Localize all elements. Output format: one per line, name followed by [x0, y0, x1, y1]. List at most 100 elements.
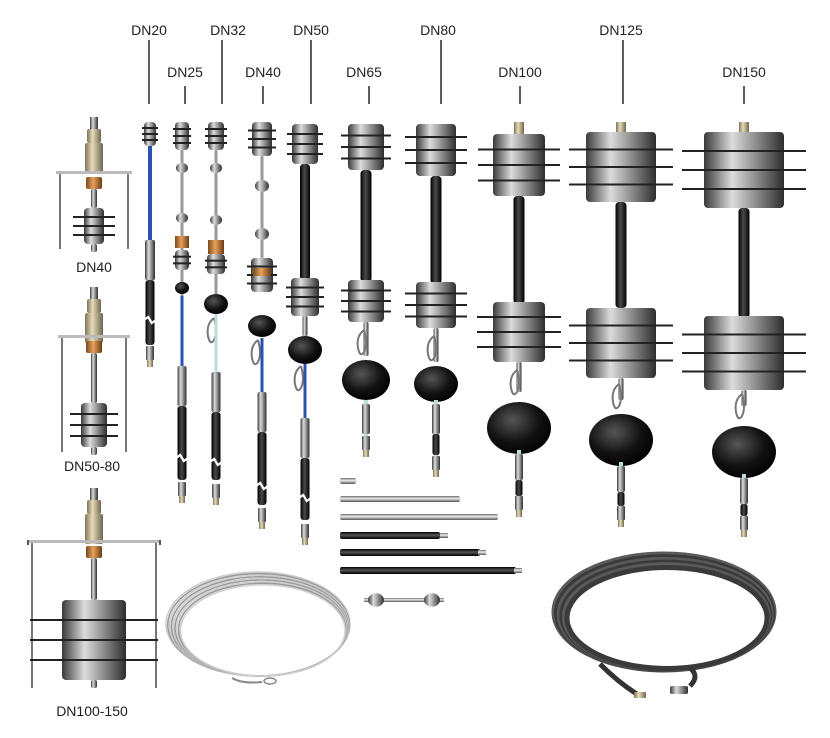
break-mark [255, 481, 269, 491]
disc-fin [286, 296, 324, 298]
disc-fin [569, 148, 673, 151]
disc-fin [173, 262, 191, 265]
hose-black [738, 208, 750, 318]
wire-coil [165, 571, 351, 685]
centering-disc-stack [682, 316, 806, 390]
cable-tip [617, 506, 625, 527]
black-rod [340, 549, 480, 556]
probe-dn50 [286, 124, 324, 545]
rod-end [478, 550, 486, 555]
fitting [257, 392, 267, 432]
centering-disc-stack [248, 122, 276, 156]
ring-terminal [263, 677, 277, 685]
shaft [91, 558, 97, 600]
centering-disc-stack [173, 122, 191, 150]
bead [255, 180, 269, 192]
label-dn20: DN20 [131, 22, 167, 38]
bead [175, 282, 189, 294]
tip-sleeve [362, 436, 370, 450]
bead [176, 212, 188, 224]
fitting [515, 454, 523, 480]
tip-pin [618, 520, 624, 527]
disc-fin [405, 136, 467, 138]
centering-disc-stack [341, 124, 391, 170]
fitting [85, 514, 103, 544]
stem-cap [90, 488, 98, 500]
centering-disc-stack [341, 280, 391, 322]
hose-black [617, 492, 625, 506]
disc-fin [30, 659, 158, 661]
centering-disc-stack [682, 132, 806, 208]
disc-fin [682, 169, 806, 171]
frame-rim [27, 540, 161, 545]
disc-fin [682, 333, 806, 336]
centering-disc-stack [287, 124, 323, 164]
centering-disc-stack [405, 124, 467, 176]
label-dn50: DN50 [293, 22, 329, 38]
centering-disc-stack [173, 250, 191, 270]
disc-fin [405, 304, 467, 306]
disc-fin [569, 166, 673, 168]
cable-tip [432, 456, 440, 477]
probe-dn80 [405, 124, 467, 477]
fitting [739, 122, 749, 136]
hose-black [300, 458, 310, 520]
cable-blue [180, 296, 184, 366]
centering-disc-stack [205, 122, 227, 150]
disc-body [207, 254, 225, 274]
coiled-cables [165, 551, 777, 699]
black-rod [340, 532, 440, 539]
shaft-end [91, 680, 97, 688]
label-holder-dn40: DN40 [76, 259, 112, 275]
fitting [362, 404, 370, 434]
disc-body [175, 250, 189, 270]
disc-fin [173, 142, 191, 144]
centering-disc-stack [205, 254, 227, 274]
fitting [87, 299, 101, 313]
centering-disc-stack [286, 278, 324, 316]
snap-hook [509, 369, 520, 396]
hose-black [513, 196, 525, 304]
fitting [85, 313, 103, 343]
centering-disc-stack [477, 302, 561, 362]
label-dn65: DN65 [346, 64, 382, 80]
snap-hook [611, 383, 622, 410]
bead [210, 162, 222, 174]
cable-cyan [214, 314, 218, 374]
tip-pin [516, 510, 522, 517]
break-mark [209, 457, 223, 467]
mount-plate [28, 540, 160, 543]
black-float [204, 294, 228, 314]
tip-pin [213, 498, 219, 505]
disc-fin [682, 188, 806, 190]
disc-fin [247, 282, 277, 285]
hose-black [257, 432, 267, 505]
disc-fin [205, 259, 227, 262]
label-dn40: DN40 [245, 64, 281, 80]
cable-tip [515, 496, 523, 517]
disc-fin [341, 289, 391, 292]
snap-hook [426, 335, 437, 362]
probe-dn32 [204, 122, 228, 505]
label-dn32: DN32 [210, 22, 246, 38]
break-mark [143, 315, 157, 325]
disc-fin [569, 342, 673, 344]
disc-fin [286, 305, 324, 308]
probe-assemblies [142, 122, 806, 545]
disc-fin [30, 619, 158, 621]
hose-connector [670, 686, 688, 694]
disc-fin [286, 286, 324, 289]
tip-pin [259, 522, 265, 529]
fitting [177, 366, 187, 406]
fitting [432, 404, 440, 434]
label-holder-dn100-150: DN100-150 [56, 703, 128, 719]
tip-sleeve [740, 516, 748, 530]
label-dn100: DN100 [498, 64, 542, 80]
disc-fin [682, 150, 806, 152]
label-dn80: DN80 [420, 22, 456, 38]
disc-fin [248, 146, 276, 149]
cable-blue [260, 338, 264, 394]
holder-dn100-150 [28, 488, 160, 688]
bead [424, 593, 440, 607]
